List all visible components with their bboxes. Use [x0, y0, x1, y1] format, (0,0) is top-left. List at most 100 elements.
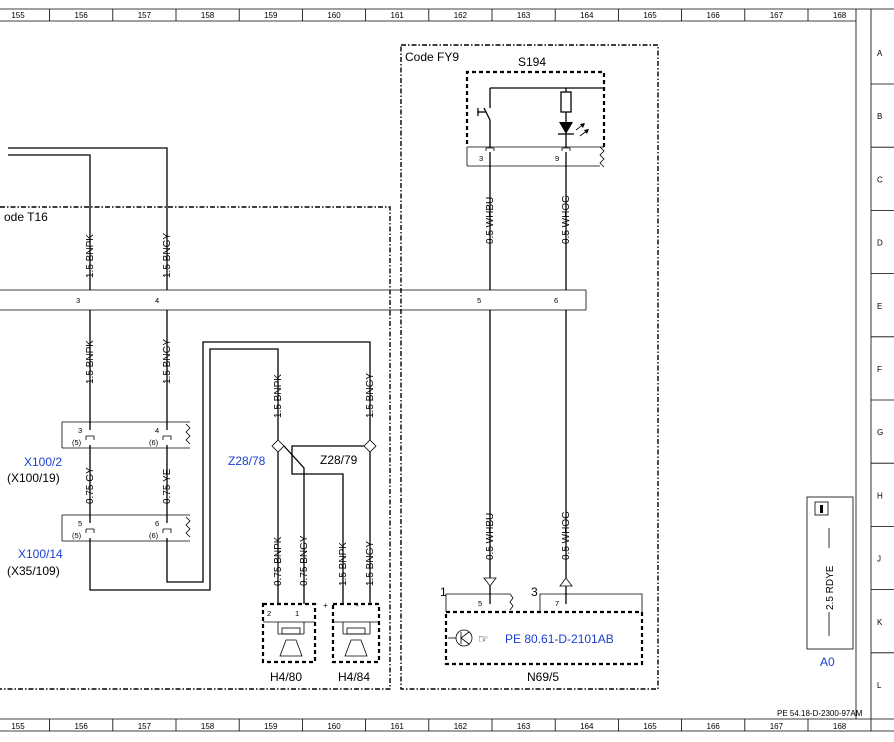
col-label-top: 156	[75, 11, 89, 20]
x100-2-pin-4: 4	[155, 426, 159, 435]
switch-name: S194	[518, 55, 546, 69]
module-label-1: 1	[440, 585, 447, 599]
connector-x100-14: 5 6 (5) (6) X100/14 (X35/109)	[7, 514, 191, 578]
switch-pin-3: 3	[479, 154, 483, 163]
bus-pin-6: 6	[554, 296, 558, 305]
row-label: K	[877, 618, 883, 627]
bus-pin-3: 3	[76, 296, 80, 305]
wire-label-whog-lower: 0.5 WHOG	[561, 511, 572, 560]
x100-14-label: X100/14	[18, 547, 63, 561]
row-label: G	[877, 428, 883, 437]
splice-z28-78: Z28/78	[228, 454, 266, 468]
col-label-top: 168	[833, 11, 847, 20]
col-label-bottom: 155	[11, 722, 25, 731]
module-label-3: 3	[531, 585, 538, 599]
col-label-bottom: 165	[643, 722, 657, 731]
speaker-h4-84: + - H4/84	[323, 601, 381, 684]
code-fy9-region	[400, 44, 659, 690]
wire-labels: 1.5 BNPK 1.5 BNGY 1.5 BNPK 1.5 BNGY 0.75…	[85, 195, 572, 586]
speaker-h4-80: 2 1 H4/80	[261, 602, 317, 684]
col-label-bottom: 159	[264, 722, 278, 731]
wire-label-ye: 0.75 YE	[162, 468, 173, 504]
row-label: F	[877, 365, 882, 374]
x100-2-pin-3: 3	[78, 426, 82, 435]
wire-label-whbu-lower: 0.5 WHBU	[485, 513, 496, 560]
wire-label-bnpk-upper: 1.5 BNPK	[85, 234, 96, 278]
grid-frame	[0, 8, 894, 732]
legend-sheet: A0	[820, 655, 835, 669]
x100-14-pin-6: 6	[155, 519, 159, 528]
col-label-top: 164	[580, 11, 594, 20]
wire-label-bnpk-075: 0.75 BNPK	[273, 536, 284, 586]
wire-label-bngy-upper: 1.5 BNGY	[162, 233, 173, 278]
col-label-top: 160	[327, 11, 341, 20]
switch-s194: S194 3 9	[465, 55, 606, 168]
x100-14-pin-5: 5	[78, 519, 82, 528]
wire-label-bnpk-15-speaker: 1.5 BNPK	[338, 542, 349, 586]
code-fy9-label: Code FY9	[405, 50, 459, 64]
right-wires	[483, 152, 573, 604]
col-label-bottom: 168	[833, 722, 847, 731]
col-label-bottom: 167	[770, 722, 784, 731]
col-label-top: 165	[643, 11, 657, 20]
bus-pin-5: 5	[477, 296, 481, 305]
col-label-top: 163	[517, 11, 531, 20]
wire-label-bngy-lower: 1.5 BNGY	[162, 339, 173, 384]
wire-label-bnpk-splice: 1.5 BNPK	[273, 374, 284, 418]
bus-connector: 3 4 5 6	[0, 289, 587, 311]
switch-pin-9: 9	[555, 154, 559, 163]
wire-label-bngy-splice: 1.5 BNGY	[365, 373, 376, 418]
x100-2-label: X100/2	[24, 455, 62, 469]
row-label: L	[877, 681, 882, 690]
col-label-top: 161	[391, 11, 405, 20]
col-label-top: 162	[454, 11, 468, 20]
row-label: B	[877, 112, 882, 121]
col-label-bottom: 157	[138, 722, 152, 731]
bus-pin-4: 4	[155, 296, 159, 305]
row-label: C	[877, 175, 883, 184]
module-ref-icon: ☞	[478, 632, 489, 646]
col-label-bottom: 162	[454, 722, 468, 731]
col-label-top: 166	[707, 11, 721, 20]
module-pin-7: 7	[555, 599, 559, 608]
h4-80-pin-2: 2	[267, 609, 271, 618]
h4-80-label: H4/80	[270, 670, 302, 684]
col-label-bottom: 164	[580, 722, 594, 731]
code-t16-label: ode T16	[4, 210, 48, 224]
h4-84-plus: +	[323, 601, 328, 610]
wire-label-bngy-15-speaker: 1.5 BNGY	[365, 541, 376, 586]
col-label-top: 159	[264, 11, 278, 20]
wire-label-whog-upper: 0.5 WHOG	[561, 195, 572, 244]
x100-14-alt-pin-5: (5)	[72, 531, 82, 540]
splice-z28-79: Z28/79	[320, 453, 358, 467]
code-t16-region	[0, 206, 391, 690]
legend-wire: 2.5 RDYE	[825, 565, 836, 610]
x100-19-label: (X100/19)	[7, 471, 60, 485]
module-pin-5: 5	[478, 599, 482, 608]
h4-80-pin-1: 1	[295, 609, 299, 618]
connector-x100-2: 3 4 (5) (6) X100/2 (X100/19)	[7, 421, 191, 485]
row-label: E	[877, 302, 882, 311]
row-label: J	[877, 555, 881, 564]
wire-label-whbu-upper: 0.5 WHBU	[485, 197, 496, 244]
wire-label-bngy-075: 0.75 BNGY	[299, 535, 310, 586]
row-label: D	[877, 239, 883, 248]
col-label-top: 167	[770, 11, 784, 20]
row-label: A	[877, 49, 883, 58]
h4-84-label: H4/84	[338, 670, 370, 684]
x100-14-alt-pin-6: (6)	[149, 531, 159, 540]
x100-2-alt-pin-6: (6)	[149, 438, 159, 447]
module-reference: PE 80.61-D-2101AB	[505, 632, 614, 646]
col-label-bottom: 158	[201, 722, 215, 731]
col-label-bottom: 160	[327, 722, 341, 731]
col-label-top: 155	[11, 11, 25, 20]
col-label-top: 158	[201, 11, 215, 20]
footer-reference: PE 54.18-D-2300-97AM	[777, 709, 863, 718]
col-label-bottom: 166	[707, 722, 721, 731]
h4-84-minus: -	[356, 601, 359, 610]
wire-label-bnpk-lower: 1.5 BNPK	[85, 340, 96, 384]
col-label-bottom: 161	[391, 722, 405, 731]
legend-box: 2.5 RDYE A0	[806, 496, 854, 669]
x100-2-alt-pin-5: (5)	[72, 438, 82, 447]
